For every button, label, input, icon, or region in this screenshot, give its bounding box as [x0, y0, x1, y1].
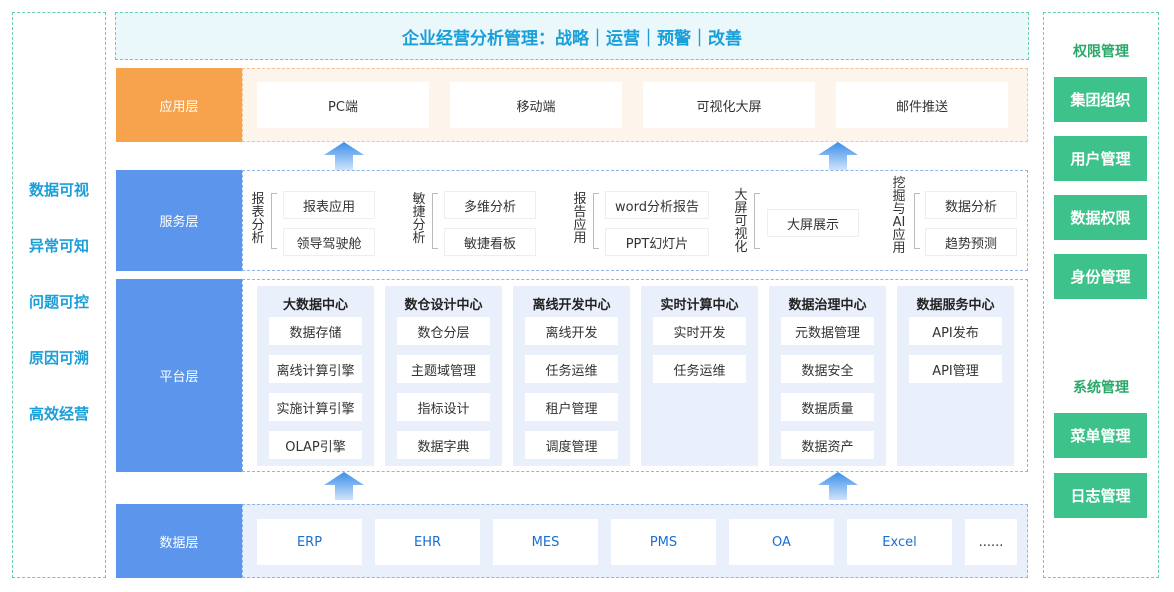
left-item: 异常可知 — [28, 237, 89, 255]
data-source: OA — [729, 519, 834, 565]
service-group-label: 敏捷分析 — [412, 192, 426, 246]
platform-item: 实时开发 — [653, 317, 746, 345]
platform-column-title: 数仓设计中心 — [404, 298, 483, 313]
service-item: 趋势预测 — [925, 228, 1017, 256]
sys-item: 菜单管理 — [1054, 413, 1147, 458]
platform-item: 数据字典 — [397, 431, 490, 459]
page-title: 企业经营分析管理：战略｜运营｜预警｜改善 — [115, 12, 1029, 60]
up-arrow-icon — [324, 142, 364, 170]
perm-item: 集团组织 — [1054, 77, 1147, 122]
platform-column-title: 数据服务中心 — [916, 298, 995, 313]
platform-column: 数据服务中心 API发布 API管理 — [897, 286, 1014, 466]
service-group-label: 报告应用 — [573, 192, 587, 246]
platform-column: 大数据中心 数据存储 离线计算引擎 实施计算引擎 OLAP引擎 — [257, 286, 374, 466]
service-layer-label: 服务层 — [116, 170, 242, 271]
left-item: 高效经营 — [28, 405, 89, 423]
sys-title: 系统管理 — [1073, 380, 1129, 396]
data-layer-label: 数据层 — [116, 504, 242, 578]
data-source: MES — [493, 519, 598, 565]
service-group-label: 报表分析 — [251, 192, 265, 246]
platform-item: 数据质量 — [781, 393, 874, 421]
app-layer: PC端 移动端 可视化大屏 邮件推送 — [242, 68, 1028, 142]
platform-column: 数据治理中心 元数据管理 数据安全 数据质量 数据资产 — [769, 286, 886, 466]
platform-item: API发布 — [909, 317, 1002, 345]
app-layer-label: 应用层 — [116, 68, 242, 142]
perm-item: 数据权限 — [1054, 195, 1147, 240]
right-panel: 权限管理 集团组织 用户管理 数据权限 身份管理 系统管理 菜单管理 日志管理 — [1043, 12, 1159, 578]
data-source: PMS — [611, 519, 716, 565]
service-item: 多维分析 — [444, 191, 536, 219]
bracket — [432, 193, 438, 249]
perm-item: 用户管理 — [1054, 136, 1147, 181]
service-item: 领导驾驶舱 — [283, 228, 375, 256]
up-arrow-icon — [818, 472, 858, 500]
data-source: Excel — [847, 519, 952, 565]
app-item: PC端 — [257, 82, 429, 128]
platform-column: 数仓设计中心 数仓分层 主题域管理 指标设计 数据字典 — [385, 286, 502, 466]
up-arrow-icon — [324, 472, 364, 500]
service-item: PPT幻灯片 — [605, 228, 709, 256]
service-item: 敏捷看板 — [444, 228, 536, 256]
service-item: 数据分析 — [925, 191, 1017, 219]
platform-column: 实时计算中心 实时开发 任务运维 — [641, 286, 758, 466]
service-item: 大屏展示 — [767, 209, 859, 237]
data-source: ERP — [257, 519, 362, 565]
platform-column: 离线开发中心 离线开发 任务运维 租户管理 调度管理 — [513, 286, 630, 466]
platform-column-title: 离线开发中心 — [532, 298, 611, 313]
platform-item: 租户管理 — [525, 393, 618, 421]
platform-item: 数据安全 — [781, 355, 874, 383]
perm-title: 权限管理 — [1073, 44, 1129, 60]
app-item: 可视化大屏 — [643, 82, 815, 128]
service-group-label: 挖掘与AI应用 — [892, 176, 906, 256]
platform-item: 元数据管理 — [781, 317, 874, 345]
up-arrow-icon — [818, 142, 858, 170]
platform-layer: 大数据中心 数据存储 离线计算引擎 实施计算引擎 OLAP引擎 数仓设计中心 数… — [242, 279, 1028, 472]
left-item: 数据可视 — [28, 181, 89, 199]
data-source: EHR — [375, 519, 480, 565]
data-layer: ERP EHR MES PMS OA Excel ...... — [242, 504, 1028, 578]
service-item: word分析报告 — [605, 191, 709, 219]
platform-item: 离线计算引擎 — [269, 355, 362, 383]
platform-item: 任务运维 — [653, 355, 746, 383]
bracket — [593, 193, 599, 249]
app-item: 邮件推送 — [836, 82, 1008, 128]
left-item: 问题可控 — [28, 293, 89, 311]
service-item: 报表应用 — [283, 191, 375, 219]
bracket — [754, 193, 760, 249]
platform-item: 数仓分层 — [397, 317, 490, 345]
platform-item: 主题域管理 — [397, 355, 490, 383]
platform-item: 数据资产 — [781, 431, 874, 459]
platform-column-title: 数据治理中心 — [788, 298, 867, 313]
platform-item: OLAP引擎 — [269, 431, 362, 459]
data-source: ...... — [965, 519, 1017, 565]
bracket — [914, 193, 920, 249]
sys-item: 日志管理 — [1054, 473, 1147, 518]
service-layer: 报表分析 报表应用 领导驾驶舱 敏捷分析 多维分析 敏捷看板 报告应用 word… — [242, 170, 1028, 271]
platform-item: 实施计算引擎 — [269, 393, 362, 421]
platform-item: 离线开发 — [525, 317, 618, 345]
left-panel: 数据可视 异常可知 问题可控 原因可溯 高效经营 — [12, 12, 106, 578]
platform-item: 指标设计 — [397, 393, 490, 421]
platform-item: 数据存储 — [269, 317, 362, 345]
platform-column-title: 大数据中心 — [282, 298, 348, 313]
bracket — [271, 193, 277, 249]
platform-layer-label: 平台层 — [116, 279, 242, 472]
service-group-label: 大屏可视化 — [734, 188, 748, 255]
platform-item: 调度管理 — [525, 431, 618, 459]
platform-item: 任务运维 — [525, 355, 618, 383]
platform-column-title: 实时计算中心 — [660, 298, 739, 313]
platform-item: API管理 — [909, 355, 1002, 383]
app-item: 移动端 — [450, 82, 622, 128]
perm-item: 身份管理 — [1054, 254, 1147, 299]
left-item: 原因可溯 — [28, 349, 89, 367]
